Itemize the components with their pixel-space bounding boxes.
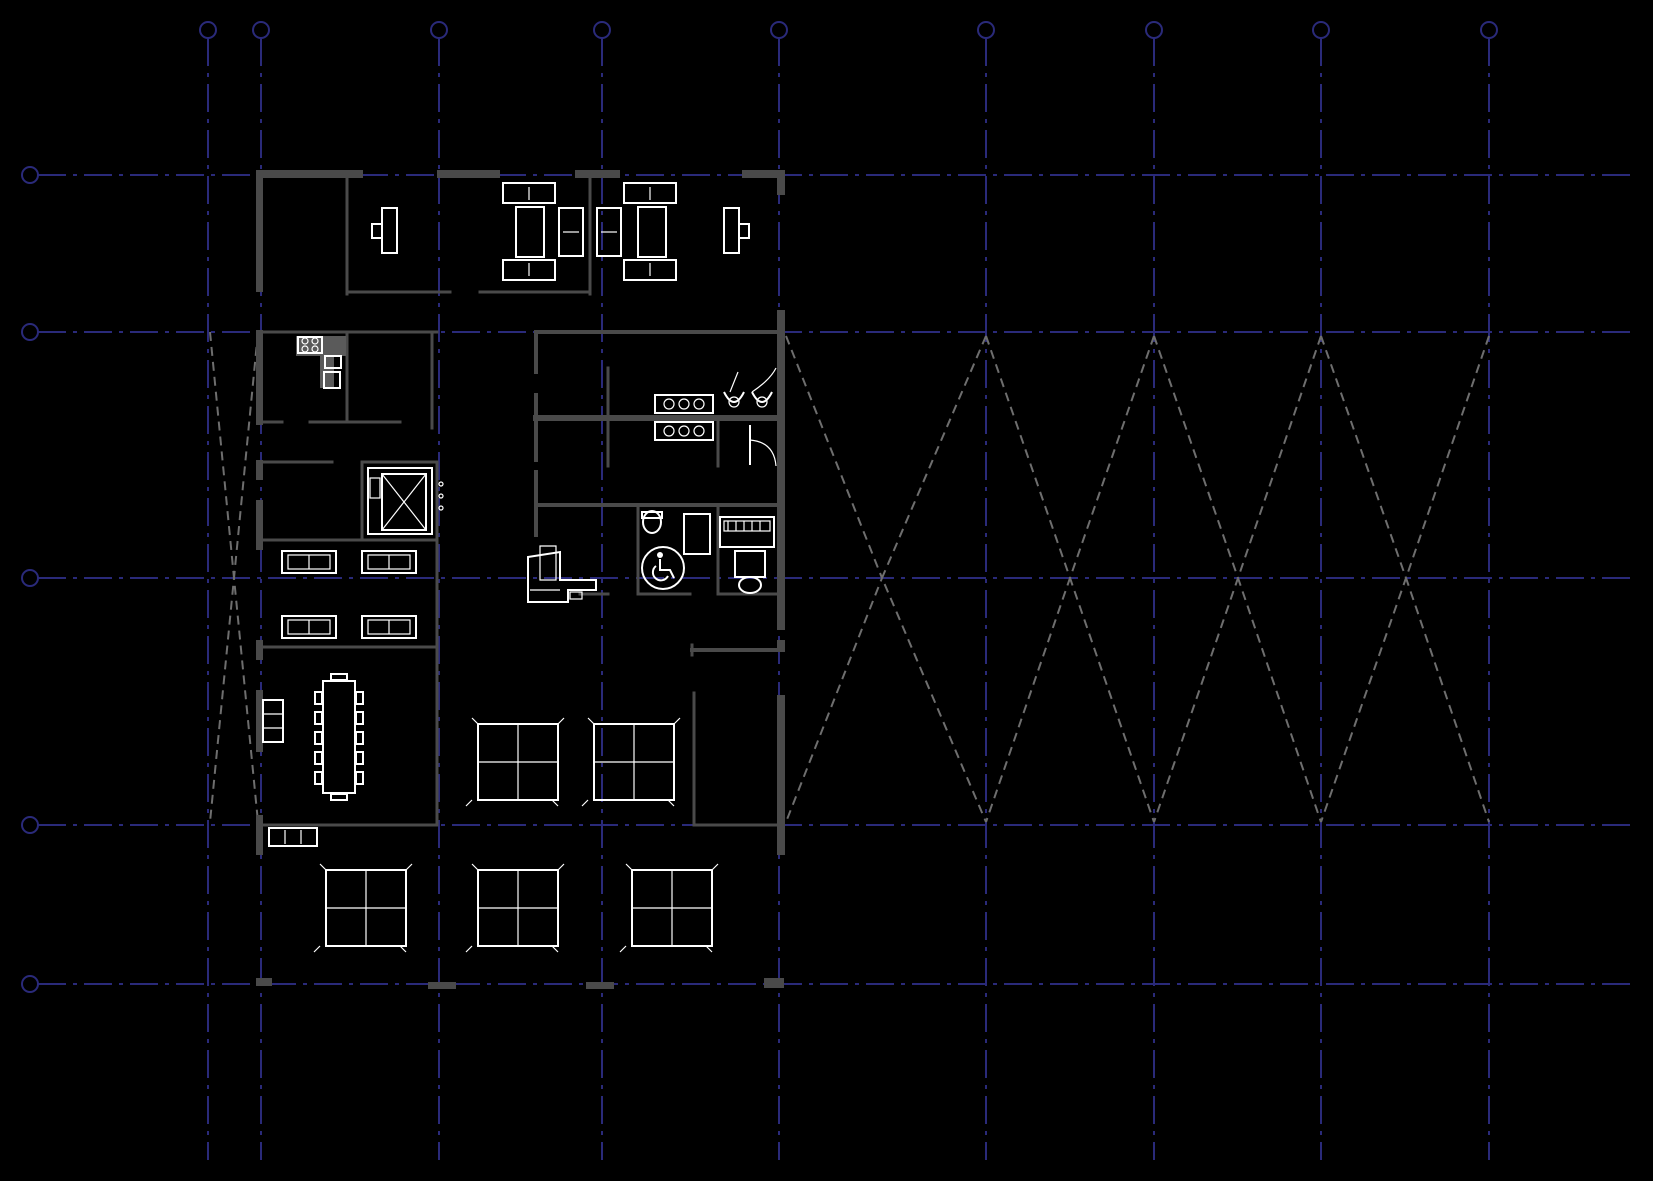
grid-bubble-icon	[252, 21, 270, 39]
exterior-wall	[256, 500, 263, 550]
exterior-wall	[256, 460, 263, 480]
grid-bubble-icon	[1145, 21, 1163, 39]
structural-grid	[38, 38, 1635, 1160]
urinal-icon	[723, 371, 745, 408]
square-table-icon	[313, 863, 413, 953]
cross-bracing	[209, 331, 1490, 823]
exterior-wall	[764, 978, 784, 988]
grid-bubble-icon	[1480, 21, 1498, 39]
grid-bubbles	[21, 21, 1498, 993]
brace-line	[1068, 335, 1155, 823]
sofa-icon	[502, 182, 556, 204]
square-table-icon	[581, 717, 681, 807]
fridge-icon	[323, 371, 341, 389]
sofa-icon	[596, 207, 622, 257]
exterior-wall	[742, 170, 784, 178]
stove-icon	[297, 336, 323, 354]
meeting-table-set-2	[596, 182, 677, 281]
sofa-icon	[623, 182, 677, 204]
exterior-wall	[575, 170, 620, 178]
exterior-wall	[256, 690, 263, 752]
brace-line	[232, 331, 259, 823]
exterior-wall	[428, 982, 456, 989]
brace-line	[1236, 335, 1322, 823]
dining-table-icon	[314, 673, 364, 801]
toilet-icon	[641, 510, 711, 555]
sofa-icon	[361, 550, 417, 574]
door-swing-icon	[749, 425, 777, 467]
toilet-icon	[734, 550, 766, 594]
bench-icon	[268, 827, 318, 847]
exterior-wall	[256, 640, 263, 660]
sofa-icon	[558, 207, 584, 257]
exterior-wall	[256, 978, 272, 986]
brace-line	[1404, 335, 1490, 823]
sofa-icon	[281, 550, 337, 574]
exterior-wall	[256, 170, 263, 292]
grid-bubble-icon	[593, 21, 611, 39]
grid-bubble-icon	[21, 816, 39, 834]
exterior-wall	[777, 170, 785, 195]
meeting-table-set-1	[502, 182, 584, 281]
grid-bubble-icon	[21, 569, 39, 587]
sofa-icon	[502, 259, 556, 281]
grid-bubble-icon	[430, 21, 448, 39]
elevator-icon	[367, 467, 444, 535]
square-table-icon	[465, 717, 565, 807]
urinal-icon	[751, 367, 777, 408]
square-table-icon	[465, 863, 565, 953]
desk-icon	[371, 207, 398, 254]
grid-bubble-icon	[21, 166, 39, 184]
exterior-wall	[777, 310, 785, 630]
exterior-wall	[437, 170, 500, 178]
brace-line	[880, 335, 987, 823]
walls	[256, 170, 785, 989]
grid-bubble-icon	[199, 21, 217, 39]
table-icon	[515, 206, 545, 258]
wheelchair-accessibility-icon	[641, 546, 685, 590]
desk-icon	[723, 207, 750, 254]
furniture	[262, 182, 777, 953]
grid-bubble-icon	[21, 323, 39, 341]
kitchen-counter	[296, 336, 346, 389]
exterior-wall	[777, 695, 785, 855]
grid-bubble-icon	[1312, 21, 1330, 39]
table-icon	[637, 206, 667, 258]
sink-icon	[324, 355, 342, 369]
exterior-wall	[256, 815, 263, 855]
sink-icon	[654, 394, 714, 414]
sofa-icon	[361, 615, 417, 639]
exterior-wall	[256, 330, 263, 425]
grid-bubble-icon	[770, 21, 788, 39]
reception-desk-icon	[527, 545, 597, 603]
square-table-icon	[619, 863, 719, 953]
sofa-icon	[281, 615, 337, 639]
grid-bubble-icon	[21, 975, 39, 993]
exterior-wall	[257, 170, 363, 178]
grid-bubble-icon	[977, 21, 995, 39]
sink-icon	[654, 421, 714, 441]
side-cabinet-icon	[262, 699, 284, 743]
sink-icon	[719, 516, 775, 548]
exterior-wall	[586, 982, 614, 989]
sofa-icon	[623, 259, 677, 281]
exterior-wall	[777, 640, 785, 652]
